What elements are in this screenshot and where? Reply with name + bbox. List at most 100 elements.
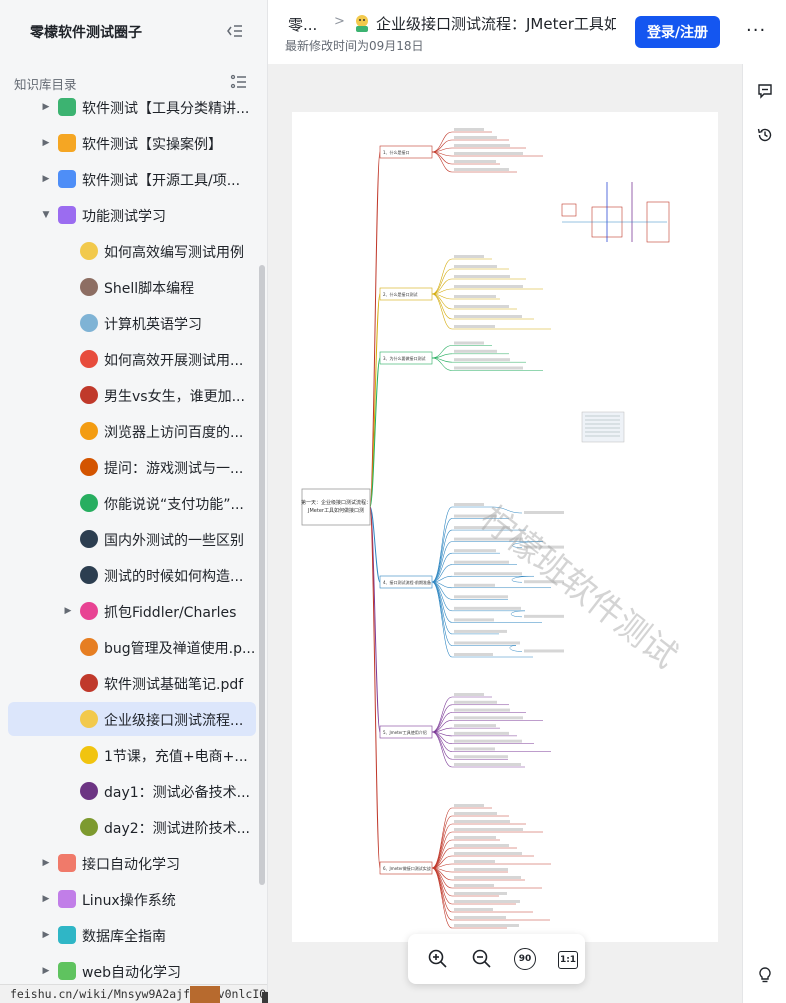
mindmap-leaf-text — [454, 315, 522, 318]
mindmap-sub-line — [431, 258, 453, 295]
tree-item-label: day1：测试必备技术... — [104, 785, 251, 801]
tree-item[interactable]: day2：测试进阶技术... — [8, 810, 256, 844]
document-header: 零... > 企业级接口测试流程：JMeter工具如... 最新修改时间为09月… — [268, 0, 786, 64]
mindmap-sub-line — [431, 581, 453, 623]
mindmap-branch-text: 3、为什么要做接口测试 — [383, 355, 426, 361]
mindmap-graphic: 第一天：企业级接口测试流程：JMeter工具如何做接口测1、什么是接口2、什么是… — [301, 128, 700, 929]
tree-item[interactable]: 国内外测试的一些区别 — [8, 522, 256, 556]
code-icon — [58, 962, 76, 980]
caret-right-icon[interactable]: ▶ — [42, 858, 50, 868]
tree-item[interactable]: ▶Linux操作系统 — [8, 882, 256, 916]
bell-emoji-icon — [80, 638, 98, 656]
zoom-in-icon[interactable] — [426, 947, 450, 971]
mindmap-leaf-text — [454, 908, 493, 911]
tree-item[interactable]: ▶接口自动化学习 — [8, 846, 256, 880]
tree-item[interactable]: 1节课，充值+电商+... — [8, 738, 256, 772]
island-emoji-icon — [80, 494, 98, 512]
comment-icon[interactable] — [756, 82, 774, 100]
login-register-button[interactable]: 登录/注册 — [635, 16, 720, 48]
caret-down-icon[interactable]: ▼ — [42, 210, 50, 220]
tree-item-label: 提问：游戏测试与一... — [104, 461, 244, 477]
zoom-out-icon[interactable] — [470, 947, 494, 971]
mindmap-sub-line — [431, 357, 453, 371]
mindmap-leaf-text — [454, 144, 510, 147]
tree-item[interactable]: ▶抓包Fiddler/Charles — [8, 594, 256, 628]
tree-item[interactable]: 如何高效开展测试用... — [8, 342, 256, 376]
mindmap-subleaf-text — [524, 511, 564, 514]
tree-item-label: 计算机英语学习 — [104, 317, 202, 333]
help-bulb-icon[interactable] — [756, 966, 774, 984]
space-title[interactable]: 零檬软件测试圈子 — [30, 25, 142, 41]
tree-item[interactable]: ▶软件测试【开源工具/项... — [8, 162, 256, 196]
caret-right-icon[interactable]: ▶ — [42, 930, 50, 940]
toc-list-icon[interactable] — [230, 73, 248, 91]
mindmap-sub-line — [431, 293, 453, 320]
mindmap-branch-line — [369, 151, 381, 508]
mindmap-subleaf-line — [512, 541, 544, 548]
mindmap-sub-line — [431, 581, 453, 646]
sidebar-scrollbar[interactable] — [259, 265, 265, 885]
actual-size-button[interactable]: 1:1 — [558, 951, 578, 969]
tree-item[interactable]: Shell脚本编程 — [8, 270, 256, 304]
mindmap-leaf-text — [454, 341, 484, 345]
mindmap-leaf-text — [454, 844, 509, 847]
mindmap-branch-text: 1、什么是接口 — [383, 149, 410, 155]
tree-item[interactable]: 你能说说“支付功能”... — [8, 486, 256, 520]
tree-item[interactable]: ▶数据库全指南 — [8, 918, 256, 952]
mindmap-sub-line — [431, 696, 453, 733]
mindmap-leaf-text — [454, 295, 496, 298]
tree-item[interactable]: ▶软件测试【实操案例】 — [8, 126, 256, 160]
tree-item[interactable]: day1：测试必备技术... — [8, 774, 256, 808]
tree-item[interactable]: 企业级接口测试流程... — [8, 702, 256, 736]
mindmap-leaf-text — [454, 305, 509, 308]
tree-item[interactable]: ▼ 功能测试学习 — [8, 198, 256, 232]
collapse-sidebar-icon[interactable] — [226, 22, 244, 40]
caret-right-icon[interactable]: ▶ — [42, 894, 50, 904]
mindmap-branch-line — [369, 357, 381, 508]
tree-item[interactable]: 男生vs女生，谁更加... — [8, 378, 256, 412]
bulb-icon — [58, 134, 76, 152]
tree-item-label: 功能测试学习 — [82, 209, 166, 225]
mindmap-leaf-text — [454, 526, 510, 530]
tree-item-label: 如何高效开展测试用... — [104, 353, 244, 369]
caret-right-icon[interactable]: ▶ — [42, 174, 50, 184]
status-url: feishu.cn/wiki/Mnsyw9A2ajfY6Xkv0nlcIOmg — [0, 984, 267, 1003]
sidebar: 零檬软件测试圈子 知识库目录 ▶软件测试【工具分类精讲...▶软件测试【实操案例… — [0, 0, 268, 1003]
tree-item[interactable]: 计算机英语学习 — [8, 306, 256, 340]
breadcrumb-root[interactable]: 零... — [288, 16, 318, 34]
tree-item[interactable]: 如何高效编写测试用例 — [8, 234, 256, 268]
caret-right-icon[interactable]: ▶ — [64, 606, 72, 616]
caret-right-icon[interactable]: ▶ — [42, 102, 50, 112]
mindmap-root-node — [301, 488, 371, 526]
mindmap-leaf-text — [454, 747, 495, 751]
mindmap-leaf-text — [454, 876, 521, 879]
tree-item[interactable]: bug管理及禅道使用.p... — [8, 630, 256, 664]
caret-right-icon[interactable]: ▶ — [42, 138, 50, 148]
caret-right-icon[interactable]: ▶ — [42, 966, 50, 976]
mindmap-leaf-text — [454, 358, 510, 362]
tree-item[interactable]: ▶软件测试【工具分类精讲... — [8, 90, 256, 124]
tree-item[interactable]: 浏览器上访问百度的... — [8, 414, 256, 448]
mindmap-branch-line — [369, 506, 381, 869]
mindmap-sub-line — [431, 704, 453, 733]
tree-item[interactable]: 提问：游戏测试与一... — [8, 450, 256, 484]
tree-item[interactable]: 软件测试基础笔记.pdf — [8, 666, 256, 700]
mindmap-leaf-text — [454, 693, 484, 696]
mindmap-sub-line — [431, 823, 453, 869]
mindmap-sub-line — [431, 731, 453, 768]
more-options-button[interactable]: ··· — [746, 20, 767, 41]
tree-item[interactable]: 测试的时候如何构造... — [8, 558, 256, 592]
taskbar-app-icon[interactable] — [190, 986, 220, 1003]
history-icon[interactable] — [756, 126, 774, 144]
mindmap-leaf-text — [454, 716, 523, 720]
grape-emoji-icon — [80, 782, 98, 800]
rotate-button[interactable]: 90 — [514, 948, 536, 970]
breadcrumb-separator: > — [334, 14, 345, 29]
mindmap-leaf-text — [454, 255, 484, 258]
tree-item-label: 软件测试基础笔记.pdf — [104, 677, 244, 693]
mindmap-sub-line — [431, 731, 453, 760]
tree-item[interactable]: ▶web自动化学习 — [8, 954, 256, 988]
kiwi-emoji-icon — [80, 818, 98, 836]
